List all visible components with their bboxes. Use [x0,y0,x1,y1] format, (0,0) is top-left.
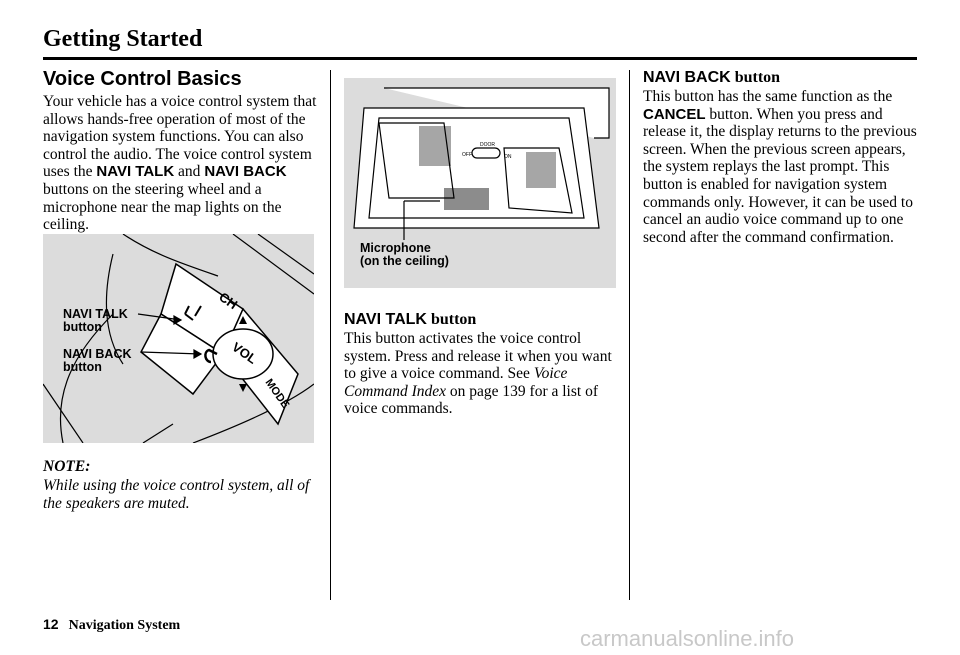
navi-back-heading-rest: button [730,69,781,86]
page-number: 12 [43,616,59,632]
navi-back-callout: NAVI BACK button [63,348,132,374]
note-text: While using the voice control system, al… [43,477,310,512]
navi-talk-callout: NAVI TALK button [63,308,128,334]
intro-text-1: Your vehicle has a voice control system … [43,93,317,181]
watermark: carmanualsonline.info [580,626,795,651]
column-divider-1 [330,70,331,600]
navi-talk-heading-rest: button [426,311,477,328]
switch-on-label: ON [504,154,512,160]
navi-back-heading-keyword: NAVI BACK [643,69,731,86]
navi-talk-paragraph: This button activates the voice control … [344,330,619,418]
intro-keyword-navi-back: NAVI BACK [204,163,287,181]
microphone-callout-line-1: Microphone [360,241,431,255]
page-title: Getting Started [43,26,203,52]
navi-talk-text-1: This button activates the voice control … [344,330,612,383]
voice-command-index-reference: Voice Command Index [344,365,568,400]
intro-paragraph: Your vehicle has a voice control system … [43,93,318,234]
navi-back-callout-line-2: button [63,360,102,374]
navi-talk-text-2: on page 139 for a list of voice commands… [344,382,598,418]
navi-talk-heading: NAVI TALK button [344,311,476,329]
microphone-callout-line-2: (on the ceiling) [360,254,449,268]
steering-wheel-figure: CH VOL MODE NAVI TALK button NAVI BACK b… [42,233,315,444]
header-rule [43,57,917,60]
navi-talk-callout-line-2: button [63,320,102,334]
switch-off-label: OFF [462,152,472,158]
section-title: Voice Control Basics [43,68,242,90]
navi-back-text-2: button. When you press and release it, t… [643,105,917,246]
microphone-figure: OFF DOOR ON Microphone (on the ceiling) [344,78,616,288]
column-divider-2 [629,70,630,600]
note-title: NOTE: [43,458,91,475]
intro-keyword-navi-talk: NAVI TALK [96,163,175,181]
navi-talk-callout-line-1: NAVI TALK [63,307,128,321]
microphone-callout: Microphone (on the ceiling) [360,242,449,268]
cancel-keyword: CANCEL [643,105,706,123]
ceiling-console-illustration: OFF DOOR ON [353,87,610,240]
footer-title: Navigation System [68,618,181,633]
navi-back-callout-line-1: NAVI BACK [63,347,132,361]
steering-wheel-illustration: CH VOL MODE [42,233,315,444]
navi-talk-heading-keyword: NAVI TALK [344,311,427,328]
navi-back-text-1: This button has the same function as the [643,88,893,105]
page-footer: 12 Navigation System [43,616,180,634]
switch-door-label: DOOR [480,142,495,148]
intro-text-2: and [174,163,205,181]
intro-text-3: buttons on the steering wheel and a micr… [43,180,282,234]
navi-back-heading: NAVI BACK button [643,69,780,87]
navi-back-paragraph: This button has the same function as the… [643,88,918,246]
